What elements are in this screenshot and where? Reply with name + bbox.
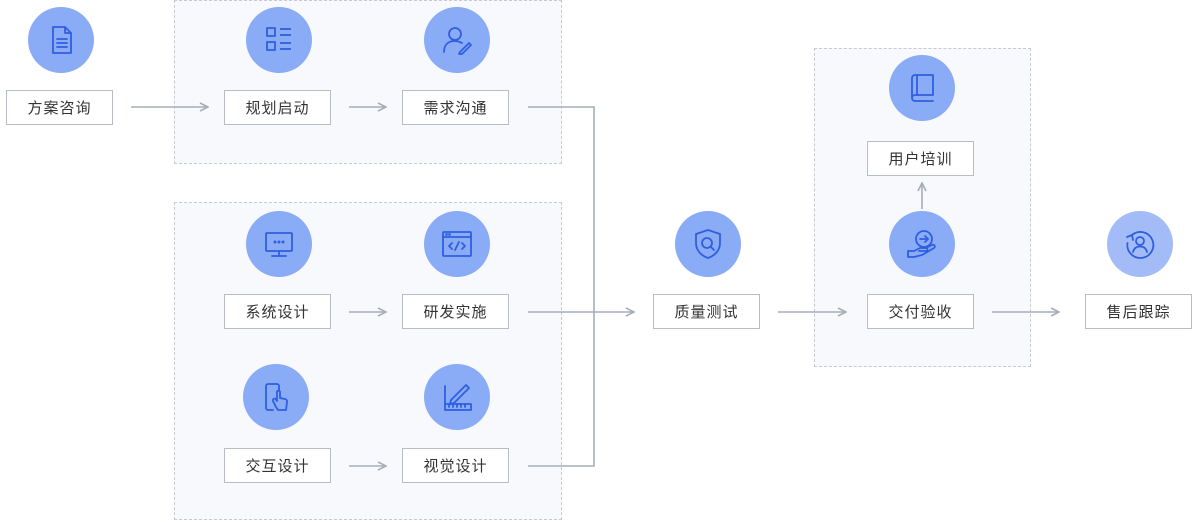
- step-delivery: 交付验收: [867, 294, 974, 329]
- document-icon: [28, 7, 94, 73]
- step-qa-testing: 质量测试: [653, 294, 760, 329]
- ruler-pencil-icon: [424, 364, 490, 430]
- merge-line-visual: [528, 312, 595, 467]
- step-consult: 方案咨询: [6, 90, 113, 125]
- step-system-design: 系统设计: [224, 294, 331, 329]
- step-visual-design: 视觉设计: [402, 448, 509, 483]
- step-user-training: 用户培训: [867, 141, 974, 176]
- hand-arrow-icon: [889, 211, 955, 277]
- user-refresh-icon: [1107, 211, 1173, 277]
- user-edit-icon: [424, 7, 490, 73]
- code-window-icon: [424, 211, 490, 277]
- touch-phone-icon: [243, 364, 309, 430]
- step-kickoff: 规划启动: [224, 90, 331, 125]
- shield-search-icon: [675, 211, 741, 277]
- monitor-icon: [246, 211, 312, 277]
- step-requirements: 需求沟通: [402, 90, 509, 125]
- list-icon: [246, 7, 312, 73]
- step-interaction-design: 交互设计: [224, 448, 331, 483]
- merge-line-requirements: [528, 106, 595, 312]
- planning-group: [174, 0, 562, 164]
- step-development: 研发实施: [402, 294, 509, 329]
- step-after-sales: 售后跟踪: [1085, 294, 1192, 329]
- book-icon: [889, 55, 955, 121]
